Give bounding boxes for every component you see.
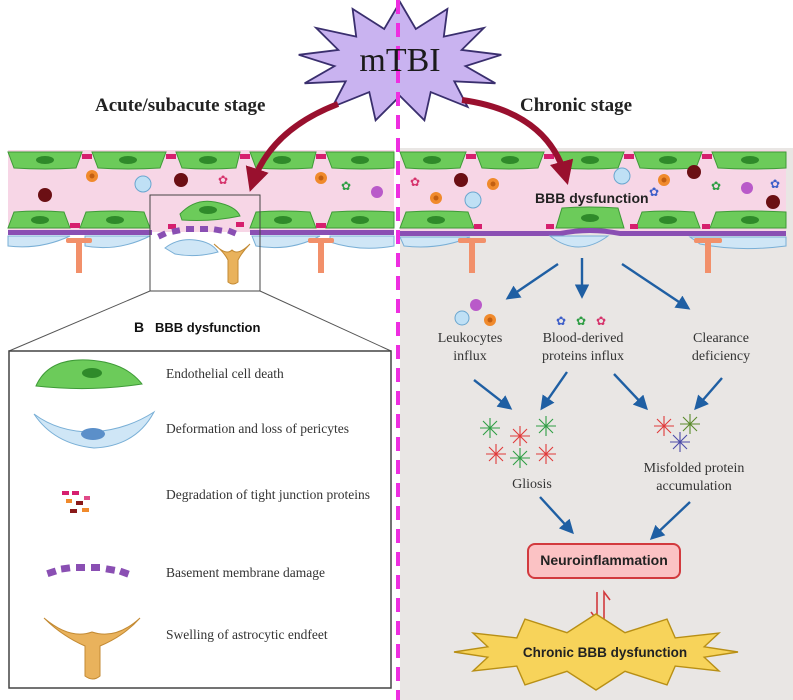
svg-text:✿: ✿ [410,175,420,189]
legend-item-endothelial-cell-death: Endothelial cell death [166,366,284,381]
tight-junction-fragments-icon [62,491,90,513]
svg-text:✿: ✿ [556,314,566,328]
chronic-stage-label: Chronic stage [520,95,633,116]
legend-panel [8,350,392,689]
gliosis-label: Gliosis [512,477,552,492]
acute-vessel: ✿ ✿ [7,150,395,292]
bbb-dysfunction-label: BBB dysfunction [535,190,649,206]
neuroinflammation-box [527,543,681,579]
legend-item-astrocytic-endfeet: Swelling of astrocytic endfeet [166,627,328,642]
svg-text:✿: ✿ [711,179,721,193]
gliosis-cells-icon [480,416,556,468]
chronic-bbb-star [453,613,739,691]
svg-text:✿: ✿ [770,177,780,191]
panel-title: BBB dysfunction [155,320,261,335]
legend-item-basement-membrane: Basement membrane damage [166,565,325,580]
leukocytes-influx-label: Leukocytes influx [437,331,503,364]
astrocytic-endfoot-icon [43,617,141,680]
misfolded-protein-label: Misfolded protein accumulation [643,461,745,494]
misfolded-protein-icon [654,414,700,452]
flow-arrows [473,258,723,540]
acute-stage-label: Acute/subacute stage [95,95,266,116]
chronic-vessel: ✿ ✿ ✿ ✿ [399,150,787,273]
svg-text:✿: ✿ [596,314,606,328]
endothelial-cell-icon [35,359,143,390]
blood-proteins-influx-label: Blood-derived proteins influx [541,331,625,364]
arrow-to-acute [245,101,340,192]
panel-letter: B [134,319,145,335]
svg-text:✿: ✿ [576,314,586,328]
pericyte-icon [33,410,156,449]
neuroinflammation-label: Neuroinflammation [540,552,668,568]
basement-membrane-dashes-icon [46,564,130,578]
svg-text:✿: ✿ [341,179,351,193]
clearance-deficiency-label: Clearance deficiency [691,331,751,364]
chronic-bbb-dysfunction-label: Chronic BBB dysfunction [522,645,688,660]
svg-text:✿: ✿ [649,185,659,199]
mtbi-title: mTBI [359,42,441,79]
svg-text:✿: ✿ [218,173,228,187]
legend-item-pericytes: Deformation and loss of pericytes [166,421,349,436]
legend-item-tight-junction: Degradation of tight junction proteins [166,487,370,502]
arrow-to-chronic [461,97,574,185]
